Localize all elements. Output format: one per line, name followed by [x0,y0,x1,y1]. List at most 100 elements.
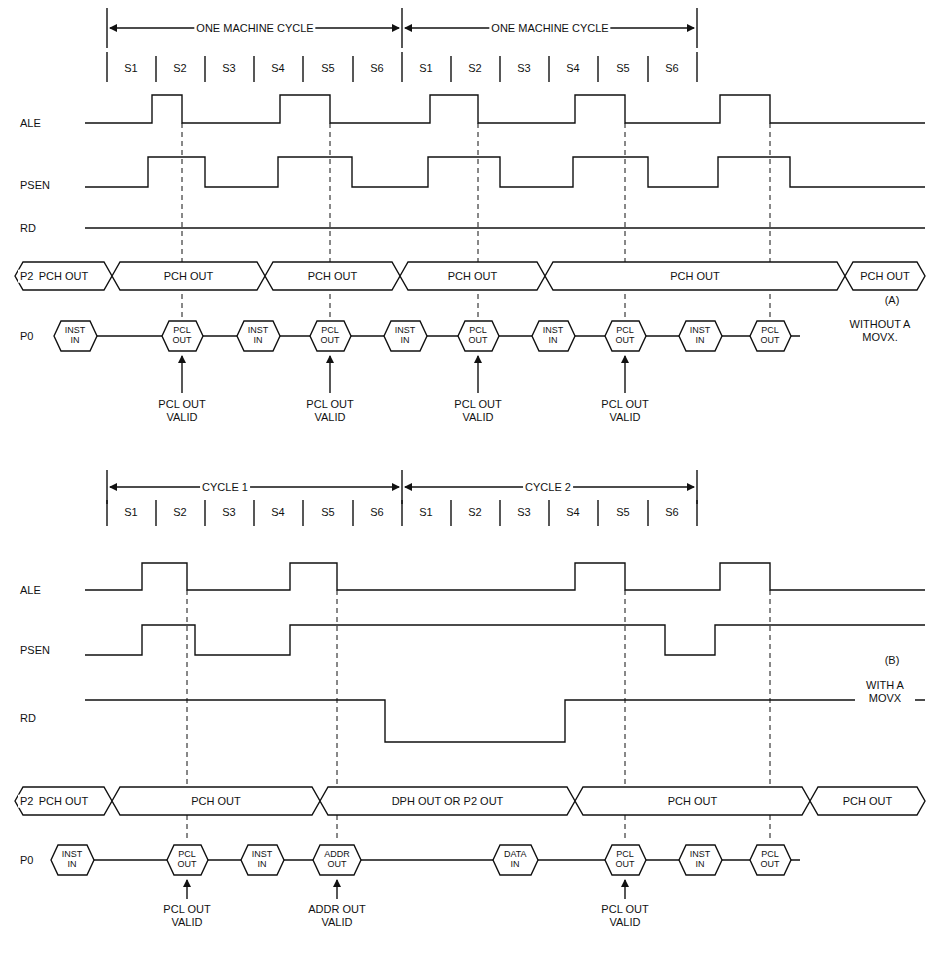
bus-value: INST IN [62,850,82,870]
bus-hexagon: INST IN [237,321,280,351]
rd-waveform [85,700,925,742]
bus-value: PCH OUT [860,270,910,282]
state-label: S3 [515,62,532,75]
bus-outline [605,845,646,875]
bus-outline [493,845,538,875]
bus-hexagon: INST IN [51,845,94,875]
bus-value: INST IN [248,326,268,346]
bus-outline [265,262,400,290]
bus-hexagon: PCL OUT [162,321,203,351]
state-label: S2 [171,62,188,75]
valid-label: PCL OUT VALID [298,398,362,423]
bus-value: INST IN [65,326,85,346]
bus-hexagon: INST IN [384,321,427,351]
bus-value: PCH OUT [668,795,718,807]
diagram-tag: (A) [883,294,902,307]
bus-hexagon: INST IN [532,321,575,351]
valid-arrows [187,880,625,899]
state-label: S4 [564,506,581,519]
bus-outline [532,321,575,351]
bus-value: PCH OUT [191,795,241,807]
bus-outline [810,787,925,815]
cycle-label: ONE MACHINE CYCLE [194,22,315,35]
bus-outline [112,262,265,290]
bus-outline [575,787,810,815]
valid-label: PCL OUT VALID [155,903,219,928]
diagram-note: WITH A MOVX [855,679,915,704]
signal-name: PSEN [18,179,52,192]
state-label: S1 [417,62,434,75]
state-label: S4 [269,62,286,75]
bus-hexagon: PCL OUT [310,321,351,351]
signal-name: RD [18,712,38,725]
psen-waveform [85,625,925,655]
ale-waveform [85,95,925,123]
valid-label: PCL OUT VALID [593,903,657,928]
bus-value: DPH OUT OR P2 OUT [392,795,504,807]
bus-hexagon: PCL OUT [167,845,208,875]
valid-label: PCL OUT VALID [446,398,510,423]
cycle-tick [106,470,107,504]
bus-value: INST IN [543,326,563,346]
bus-hexagon: PCL OUT [458,321,499,351]
signal-name: RD [18,222,38,235]
bus-value: PCH OUT [164,270,214,282]
state-separators [107,500,697,526]
signal-name: P0 [18,854,35,867]
bus-segment: PCH OUT [112,787,320,815]
bus-value: INST IN [252,850,272,870]
diagram-tag: (B) [883,654,902,667]
state-label: S5 [319,506,336,519]
signal-name: ALE [18,584,43,597]
bus-value: PCL OUT [469,326,488,346]
valid-label: PCL OUT VALID [150,398,214,423]
bus-hexagon: ADDR OUT [313,845,361,875]
bus-outline [400,262,545,290]
cycle-label: CYCLE 2 [523,481,573,494]
state-label: S2 [466,506,483,519]
bus-value: INST IN [690,850,710,870]
bus-outline [51,845,94,875]
bus-outline [545,262,845,290]
diagram-note: WITHOUT A MOVX. [842,318,918,343]
state-label: S6 [368,62,385,75]
bus-value: PCH OUT [39,270,89,282]
bus-value: PCL OUT [178,850,197,870]
bus-segment: PCH OUT [845,262,925,290]
bus-value: PCH OUT [670,270,720,282]
bus-value: ADDR OUT [324,850,350,870]
state-label: S3 [220,62,237,75]
signal-name: P2 [18,795,35,808]
state-label: S6 [663,62,680,75]
bus-value: PCL OUT [173,326,192,346]
valid-label: PCL OUT VALID [593,398,657,423]
state-label: S3 [220,506,237,519]
bus-outline [750,321,791,351]
bus-hexagon: PCL OUT [750,321,791,351]
bus-hexagon: PCL OUT [750,845,791,875]
bus-outline [679,845,722,875]
bus-outline [845,262,925,290]
bus-hexagon: INST IN [241,845,284,875]
bus-segment: PCH OUT [575,787,810,815]
bus-hexagon: INST IN [679,321,722,351]
bus-value: PCH OUT [308,270,358,282]
bus-value: PCH OUT [448,270,498,282]
bus-outline [679,321,722,351]
signal-name: PSEN [18,644,52,657]
bus-outline [313,845,361,875]
bus-hexagon: PCL OUT [605,321,646,351]
state-label: S4 [564,62,581,75]
cycle-tick [401,8,402,48]
signal-name: P2 [18,270,35,283]
state-label: S2 [171,506,188,519]
bus-outline [241,845,284,875]
psen-waveform [85,157,925,187]
bus-value: PCL OUT [761,850,780,870]
cycle-arrow [110,486,399,487]
bus-hexagon: INST IN [679,845,722,875]
state-label: S6 [368,506,385,519]
bus-outline [384,321,427,351]
state-label: S6 [663,506,680,519]
bus-hexagon: PCL OUT [605,845,646,875]
